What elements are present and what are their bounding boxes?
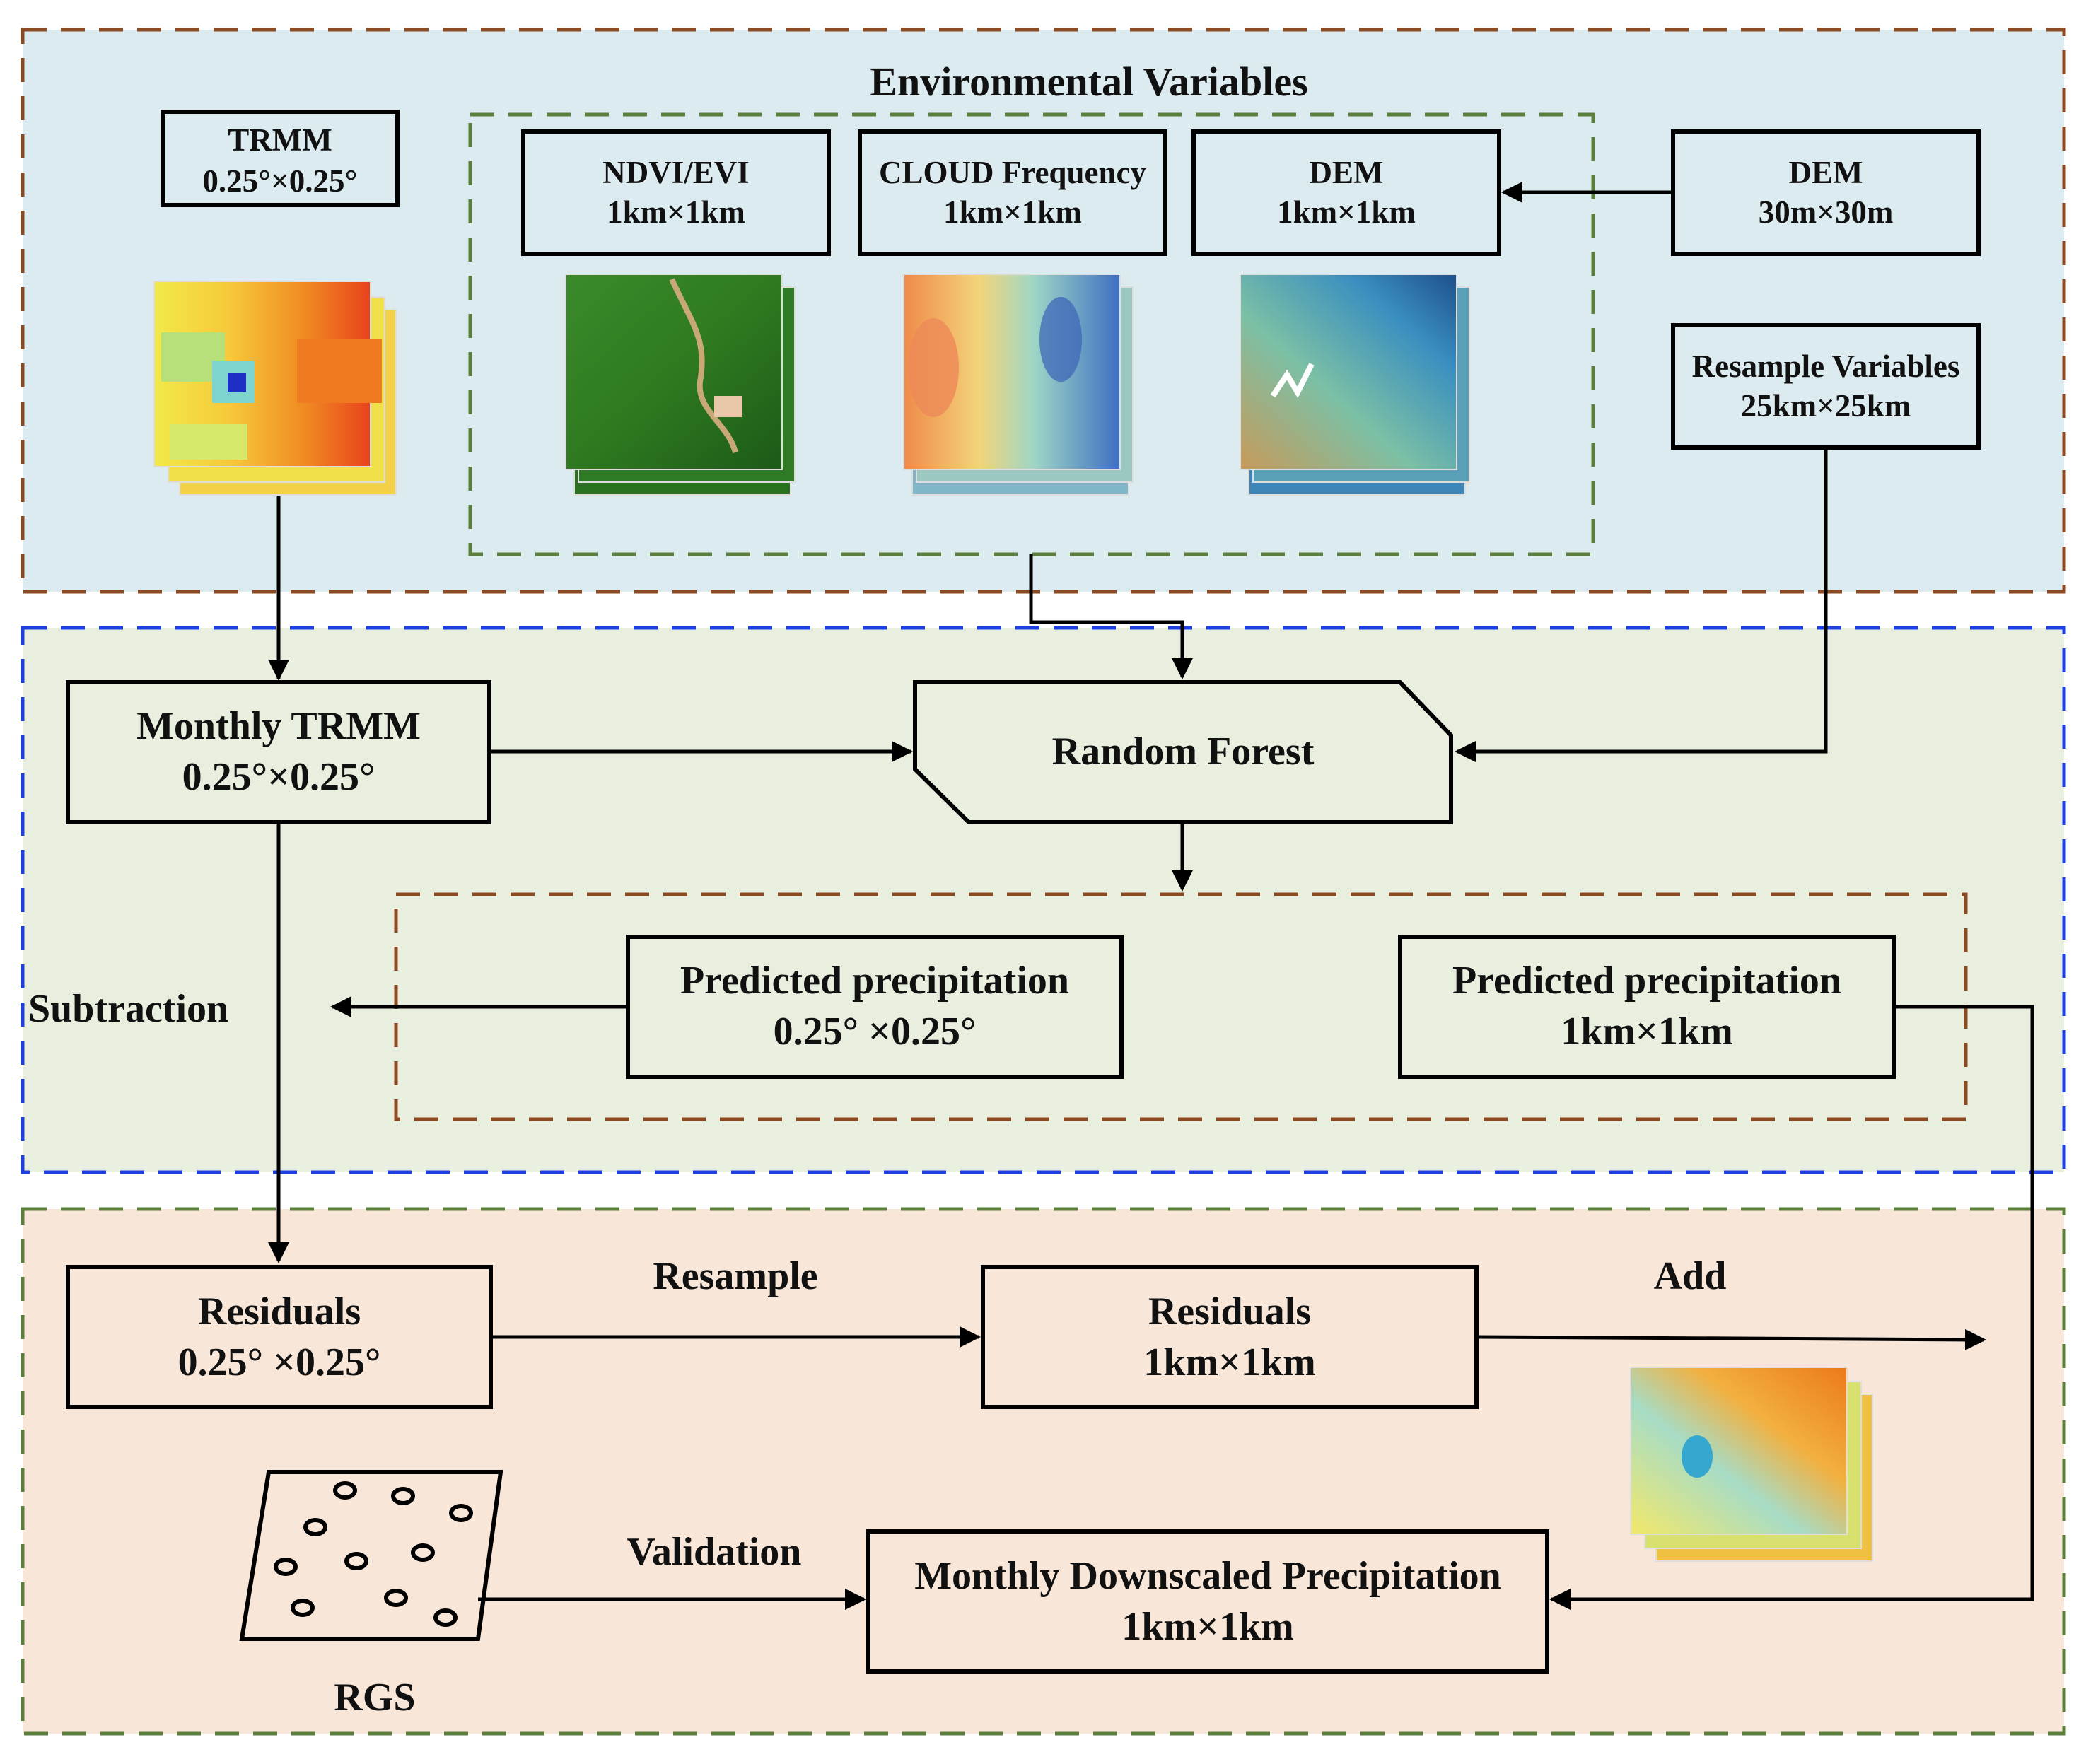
- ndvi-title: NDVI/EVI: [602, 155, 750, 190]
- station-marker: [384, 1589, 408, 1607]
- station-marker: [333, 1481, 357, 1500]
- cloud-res: 1km×1km: [943, 194, 1082, 230]
- pred-coarse-title: Predicted precipitation: [680, 959, 1070, 1003]
- station-marker: [291, 1599, 315, 1617]
- dem-1km-box: [1191, 129, 1501, 256]
- pred-coarse-res: 0.25° ×0.25°: [773, 1010, 977, 1053]
- rgs-label: RGS: [334, 1676, 416, 1719]
- rgs-gauge-stations-shape: [239, 1470, 503, 1641]
- trmm-raster-thumbnail: [153, 281, 397, 496]
- arrow-resample-vars-to-rf: [1455, 448, 1828, 762]
- add-label: Add: [1653, 1254, 1727, 1298]
- middle-panel: [21, 626, 2066, 1174]
- ndvi-res: 1km×1km: [607, 194, 745, 230]
- trmm-title: TRMM: [228, 122, 332, 158]
- cloud-box: [858, 129, 1167, 256]
- arrow-add: [1476, 1328, 1986, 1350]
- resample-variables-title: Resample Variables: [1691, 349, 1960, 384]
- station-marker: [449, 1504, 473, 1522]
- resample-variables-res: 25km×25km: [1740, 388, 1911, 424]
- ndvi-box: [521, 129, 831, 256]
- downscaled-box: [866, 1529, 1549, 1674]
- downscaled-res: 1km×1km: [1121, 1605, 1294, 1649]
- connectors: [268, 182, 2034, 1610]
- arrow-env-to-rf: [1029, 554, 1193, 679]
- residuals-fine-res: 1km×1km: [1143, 1340, 1316, 1384]
- station-marker: [274, 1558, 298, 1576]
- resample-label: Resample: [653, 1254, 818, 1298]
- validation-label: Validation: [627, 1530, 802, 1574]
- dem-1km-title: DEM: [1309, 155, 1384, 190]
- station-marker: [391, 1487, 415, 1505]
- ndvi-raster-thumbnail: [565, 274, 796, 496]
- output-raster-thumbnail: [1630, 1367, 1873, 1562]
- residuals-coarse-res: 0.25° ×0.25°: [177, 1340, 381, 1384]
- station-marker: [344, 1552, 368, 1570]
- pred-fine-title: Predicted precipitation: [1452, 959, 1842, 1003]
- subtraction-label: Subtraction: [28, 987, 229, 1031]
- monthly-trmm-res: 0.25°×0.25°: [182, 755, 375, 799]
- residuals-fine-title: Residuals: [1148, 1290, 1312, 1333]
- dem-30m-title: DEM: [1788, 155, 1863, 190]
- station-marker: [411, 1543, 435, 1562]
- rgs-stations: [274, 1481, 473, 1627]
- cloud-title: CLOUD Frequency: [879, 155, 1146, 190]
- random-forest-shape: [913, 680, 1453, 824]
- trmm-box: [161, 110, 400, 207]
- downscaled-title: Monthly Downscaled Precipitation: [914, 1554, 1501, 1598]
- env-variables-title: Environmental Variables: [870, 59, 1308, 105]
- pred-fine-res: 1km×1km: [1561, 1010, 1733, 1053]
- dem-30m-res: 30m×30m: [1758, 194, 1894, 230]
- residuals-coarse-title: Residuals: [197, 1290, 361, 1333]
- random-forest-label: Random Forest: [1051, 730, 1315, 773]
- station-marker: [433, 1608, 458, 1627]
- trmm-res: 0.25°×0.25°: [202, 163, 358, 199]
- monthly-trmm-title: Monthly TRMM: [136, 704, 421, 748]
- arrow-pred-fine-to-downscaled: [1549, 1005, 2034, 1610]
- dem-1km-res: 1km×1km: [1277, 194, 1416, 230]
- cloud-raster-thumbnail: [903, 274, 1134, 496]
- dem-raster-thumbnail: [1240, 274, 1470, 496]
- station-marker: [303, 1518, 327, 1536]
